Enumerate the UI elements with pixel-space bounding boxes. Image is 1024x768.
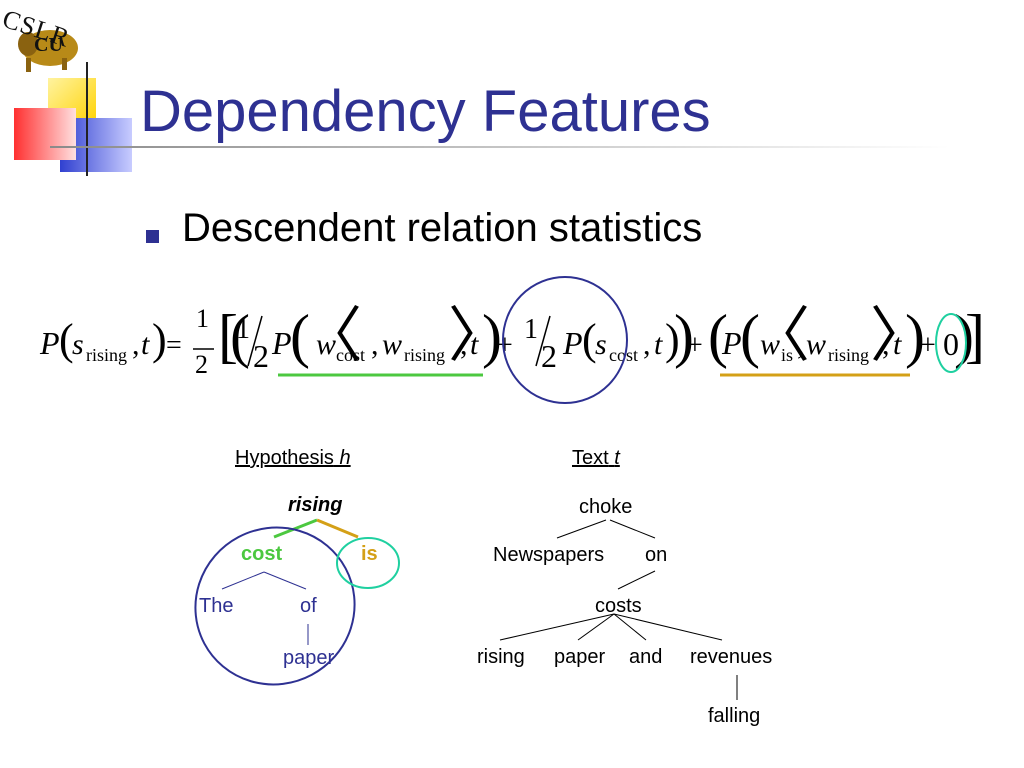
- formula-paren: ): [905, 303, 925, 369]
- t-node-and: and: [629, 646, 663, 668]
- edge-choke-newspapers: [556, 519, 607, 539]
- formula-angle: 〉: [448, 303, 508, 369]
- hypothesis-teal-ellipse: [336, 537, 400, 589]
- slide-title: Dependency Features: [140, 79, 711, 144]
- formula-t2: t: [470, 328, 479, 361]
- formula-sub-cost: cost: [609, 345, 638, 365]
- t-node-paper: paper: [554, 646, 606, 668]
- formula-sub-rising: rising: [404, 345, 446, 365]
- formula-p1: P: [40, 325, 60, 361]
- edge-on-costs: [617, 570, 656, 590]
- h-node-is: is: [361, 543, 378, 565]
- edge-rising-is: [316, 518, 359, 539]
- formula-plus: +: [920, 330, 936, 361]
- text-heading-var: t: [614, 447, 620, 469]
- formula-t4: t: [893, 328, 902, 361]
- formula-comma: ,: [882, 328, 890, 361]
- formula-t3: t: [654, 328, 663, 361]
- hypothesis-heading-text: Hypothesis: [235, 447, 334, 469]
- formula-paren: (: [59, 315, 74, 364]
- formula-s2: s: [595, 328, 607, 361]
- h-node-rising: rising: [288, 494, 343, 516]
- formula-third-den: 2: [541, 338, 557, 374]
- formula-half-num: 1: [196, 304, 209, 333]
- hypothesis-heading: Hypothesis h: [235, 447, 351, 470]
- edge-costs-paper: [577, 613, 615, 641]
- formula-plus: +: [687, 330, 703, 361]
- formula-paren: (: [290, 303, 310, 369]
- formula-angle: 〈: [302, 303, 362, 369]
- formula-w1: w: [316, 328, 337, 361]
- formula-equals: =: [166, 330, 182, 361]
- formula-bracket: (: [230, 303, 250, 369]
- edge-cost-the: [221, 571, 265, 590]
- h-node-paper: paper: [283, 647, 335, 669]
- text-heading-text: Text: [572, 447, 609, 469]
- formula-plus: +: [497, 330, 513, 361]
- edge-cost-of: [263, 571, 307, 590]
- formula-p2: P: [272, 325, 292, 361]
- t-node-on: on: [645, 544, 668, 566]
- formula-paren: (: [582, 315, 597, 364]
- formula-sub-cost: cost: [336, 345, 365, 365]
- t-node-choke: choke: [579, 496, 633, 518]
- edge-costs-revenues: [613, 613, 723, 641]
- bullet-marker: [146, 230, 159, 243]
- formula-sub-rising: rising: [828, 345, 870, 365]
- edge-costs-and: [613, 613, 647, 641]
- bullet-text: Descendent relation statistics: [182, 206, 703, 250]
- blue-circle-annotation: [502, 276, 628, 404]
- h-node-cost: cost: [241, 543, 283, 565]
- formula-angle: 〉: [870, 303, 930, 369]
- formula-slash: [247, 315, 263, 367]
- t-node-revenues: revenues: [690, 646, 773, 668]
- t-node-costs: costs: [595, 595, 642, 617]
- t-node-rising: rising: [477, 646, 525, 668]
- formula-third-num: 1: [524, 314, 538, 345]
- h-node-of: of: [300, 595, 317, 617]
- hypothesis-blue-ellipse: [194, 526, 356, 686]
- formula-bracket: [: [218, 303, 238, 369]
- formula-zero: 0: [943, 326, 959, 362]
- formula-slash: [535, 315, 551, 367]
- formula-sub-rising: rising: [86, 345, 128, 365]
- t-node-newspapers: Newspapers: [493, 544, 605, 566]
- edge-rising-cost: [273, 518, 318, 539]
- formula-paren: ): [152, 315, 167, 364]
- formula-comma: ,: [643, 328, 651, 361]
- formula-w3: w: [760, 328, 781, 361]
- formula-paren: ): [674, 303, 694, 369]
- formula-p4: P: [722, 325, 742, 361]
- text-heading: Text t: [572, 447, 620, 470]
- formula-p3: P: [563, 325, 583, 361]
- formula-paren: (: [708, 303, 728, 369]
- formula-half-den: 2: [195, 350, 208, 379]
- formula-third-den: 2: [253, 338, 269, 374]
- formula-paren: ): [954, 303, 974, 369]
- formula-paren: ): [482, 303, 502, 369]
- t-node-falling: falling: [708, 705, 761, 727]
- formula-comma: ,: [460, 328, 468, 361]
- formula-angle: 〈: [750, 303, 810, 369]
- formula-bracket: ]: [965, 303, 985, 369]
- formula-paren: (: [740, 303, 760, 369]
- formula-comma: ,: [132, 328, 140, 361]
- formula-comma: ,: [371, 328, 379, 361]
- formula-s1: s: [72, 328, 84, 361]
- formula-w2: w: [382, 328, 403, 361]
- edge-costs-rising: [499, 613, 615, 641]
- formula-third-num: 1: [236, 314, 250, 345]
- teal-circle-annotation: [935, 313, 967, 373]
- edge-choke-on: [609, 519, 656, 539]
- logo-mark: CU: [34, 34, 63, 56]
- hypothesis-heading-var: h: [339, 447, 351, 469]
- h-node-the: The: [199, 595, 234, 617]
- formula-paren: ): [665, 315, 680, 364]
- formula-t1: t: [141, 328, 150, 361]
- formula-sub-is: is: [781, 345, 794, 365]
- formula-comma: ,: [797, 328, 805, 361]
- formula-w4: w: [806, 328, 827, 361]
